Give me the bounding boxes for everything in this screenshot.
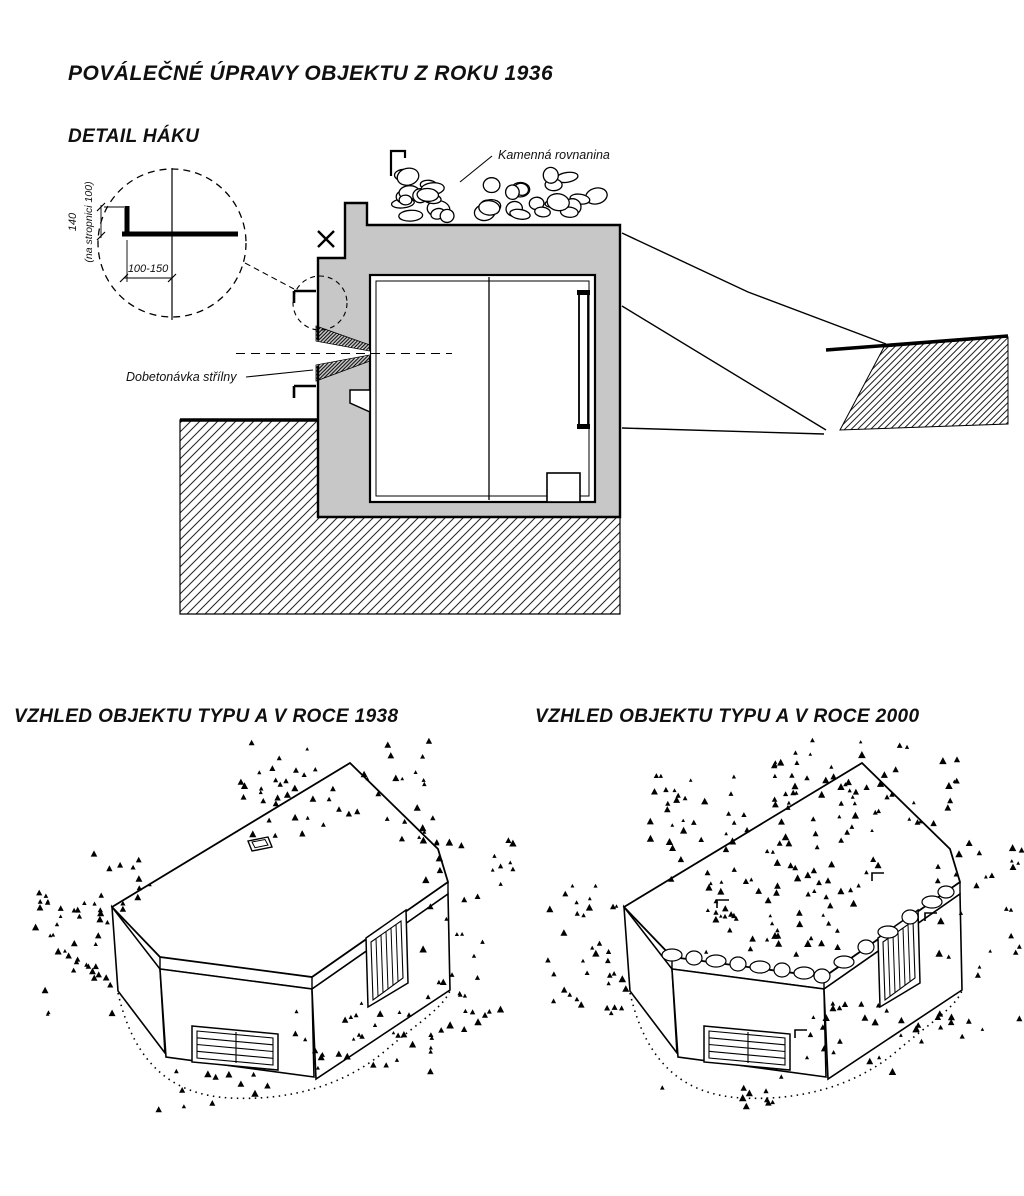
- vegetation-1938: [32, 737, 517, 1113]
- bunker-view-1938: [32, 737, 517, 1113]
- view-2000-title: VZHLED OBJEKTU TYPU A V ROCE 2000: [535, 706, 920, 727]
- stone-packing-label: Kamenná rovnanina: [498, 148, 610, 162]
- roof-edge-stones: [661, 885, 955, 984]
- roof-hatch: [247, 836, 273, 852]
- hook-highlight-circle: [292, 275, 348, 331]
- terrain-line-right: [825, 334, 1009, 352]
- stone-packing: [390, 166, 608, 224]
- wall-hooks: [292, 149, 407, 398]
- embrasure: [236, 325, 452, 382]
- broken-hook-x-mark: [317, 230, 335, 248]
- page-title: POVÁLEČNÉ ÚPRAVY OBJEKTU Z ROKU 1936: [68, 61, 553, 85]
- roof-hook-mark: [389, 149, 407, 176]
- vegetation-2000: [545, 737, 1024, 1110]
- dim-stropnice-note: (na stropnici 100): [83, 181, 95, 262]
- cross-section: Kamenná rovnanina Dobetonávka střílny: [126, 148, 1009, 615]
- embrasure-label: Dobetonávka střílny: [126, 370, 237, 384]
- view-1938-title: VZHLED OBJEKTU TYPU A V ROCE 1938: [14, 706, 399, 727]
- door: [578, 291, 589, 429]
- dim-100-150: 100-150: [128, 263, 169, 275]
- wall-notch: [349, 389, 371, 414]
- bunker-view-2000: [545, 737, 1024, 1110]
- concrete-mass: [318, 203, 620, 517]
- outer-outline: [316, 201, 622, 519]
- hook-mark-upper: [292, 289, 316, 303]
- interior-step: [546, 472, 581, 503]
- slope-hatch: [839, 336, 1009, 431]
- interior-room: [370, 275, 595, 502]
- bunker-hook-marks: [716, 872, 937, 1038]
- hook-detail-title: DETAIL HÁKU: [68, 125, 200, 147]
- dim-140: 140: [67, 212, 79, 231]
- hook-mark-lower: [292, 384, 316, 398]
- hook-detail-drawing: 140 (na stropnici 100) 100-150: [67, 168, 295, 320]
- detail-leader-line: [244, 262, 295, 290]
